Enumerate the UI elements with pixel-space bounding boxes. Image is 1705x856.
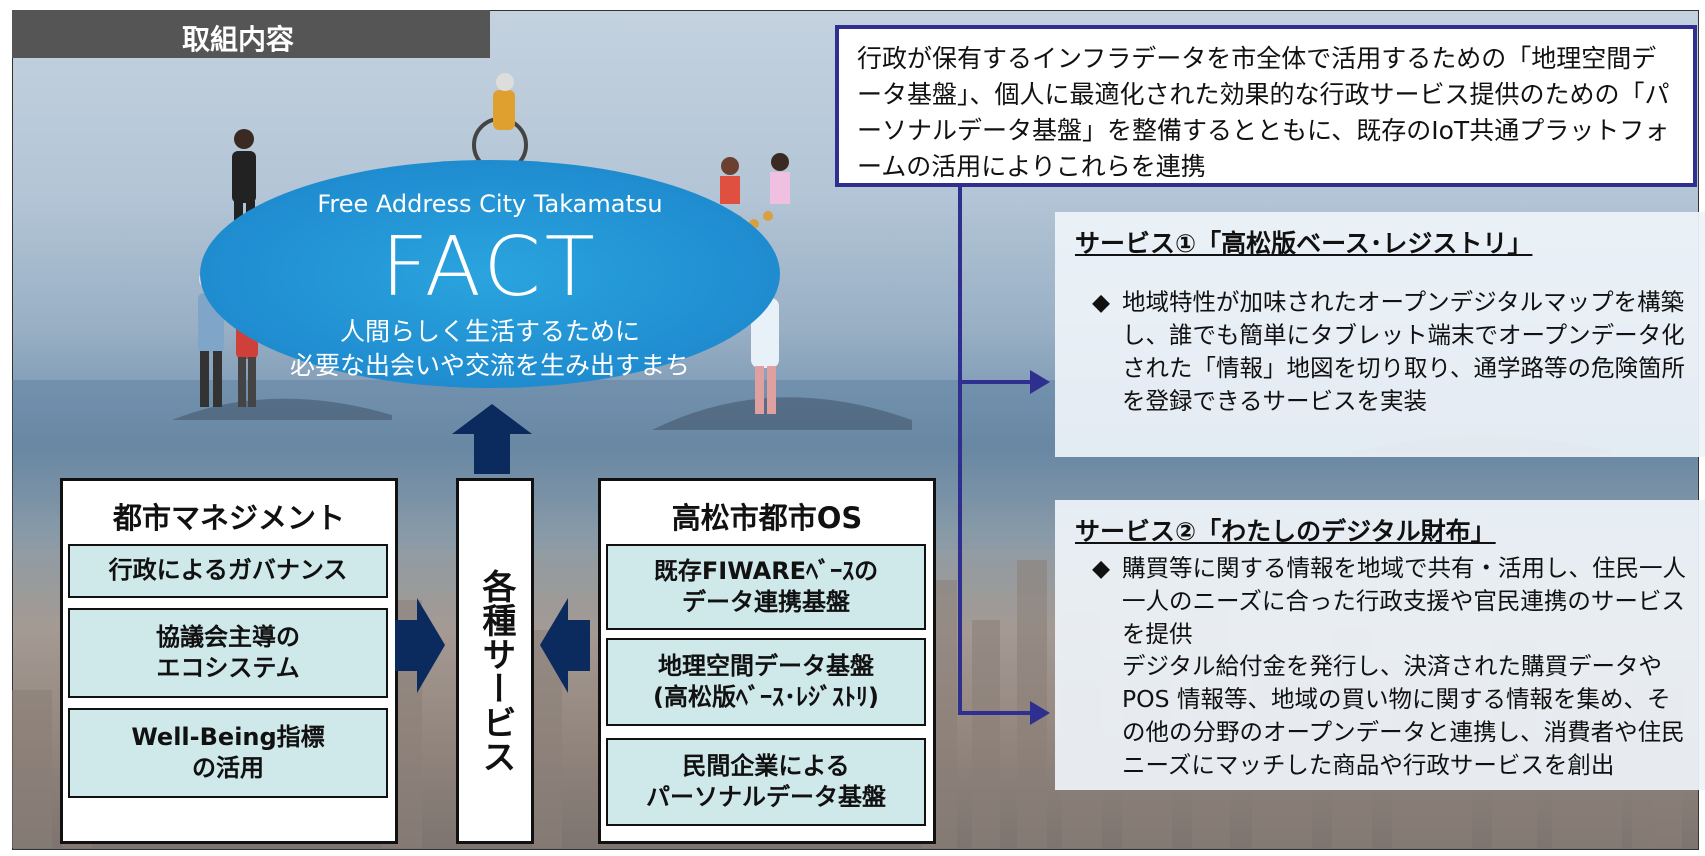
- section-title: 取組内容: [182, 23, 295, 56]
- fact-tagline-line-2: 必要な出会いや交流を生み出すまち: [289, 351, 690, 380]
- up-arrow-icon: [452, 404, 532, 474]
- service-1-panel: [1055, 212, 1705, 457]
- management-item-wellbeing: Well-Being指標 の活用: [68, 708, 388, 798]
- left-arrow-icon: [540, 598, 590, 693]
- city-os-title: 高松市都市OS: [671, 501, 863, 535]
- management-item-governance: 行政によるガバナンス: [68, 544, 388, 598]
- fact-title: FACT: [381, 220, 599, 315]
- initiative-description-text: 行政が保有するインフラデータを市全体で活用するための「地理空間データ基盤」、個人…: [857, 44, 1670, 181]
- service-2-heading: サービス②「わたしのデジタル財布」: [1075, 517, 1496, 546]
- city-os-item-geospatial: 地理空間データ基盤 (高松版ﾍﾞｰｽ･ﾚｼﾞｽﾄﾘ): [606, 638, 926, 726]
- fact-vision-ellipse: [200, 160, 780, 388]
- right-arrow-icon: [395, 598, 445, 693]
- service-2-text: 購買等に関する情報を地域で共有・活用し、住民一人一人のニーズに合った行政支援や官…: [1122, 554, 1686, 648]
- various-services-column: 各種サービス: [456, 478, 534, 844]
- service-1-text: 地域特性が加味されたオープンデジタルマップを構築し、誰でも簡単にタブレット端末で…: [1122, 288, 1686, 415]
- service-2-text-2: デジタル給付金を発行し、決済された購買データやPOS 情報等、地域の買い物に関す…: [1122, 652, 1685, 779]
- service-2-panel: [1055, 500, 1705, 790]
- various-services-label: 各種サービス: [475, 569, 516, 773]
- city-os-item-fiware: 既存FIWAREﾍﾞｰｽの データ連携基盤: [606, 544, 926, 630]
- connector-lines: [958, 185, 1050, 725]
- fact-subtitle: Free Address City Takamatsu: [317, 190, 663, 218]
- section-header: 取組内容: [12, 10, 490, 58]
- city-os-item-personal-data: 民間企業による パーソナルデータ基盤: [606, 738, 926, 826]
- service-1-bullet: ◆: [1092, 288, 1111, 316]
- fact-tagline-line-1: 人間らしく生活するために: [339, 317, 640, 346]
- initiative-description-box: 行政が保有するインフラデータを市全体で活用するための「地理空間データ基盤」、個人…: [835, 25, 1697, 187]
- service-1-heading: サービス①「高松版ベース･レジストリ」: [1075, 229, 1533, 258]
- service-2-bullet: ◆: [1092, 554, 1111, 582]
- city-management-title: 都市マネジメント: [112, 501, 345, 535]
- management-item-ecosystem: 協議会主導の エコシステム: [68, 608, 388, 698]
